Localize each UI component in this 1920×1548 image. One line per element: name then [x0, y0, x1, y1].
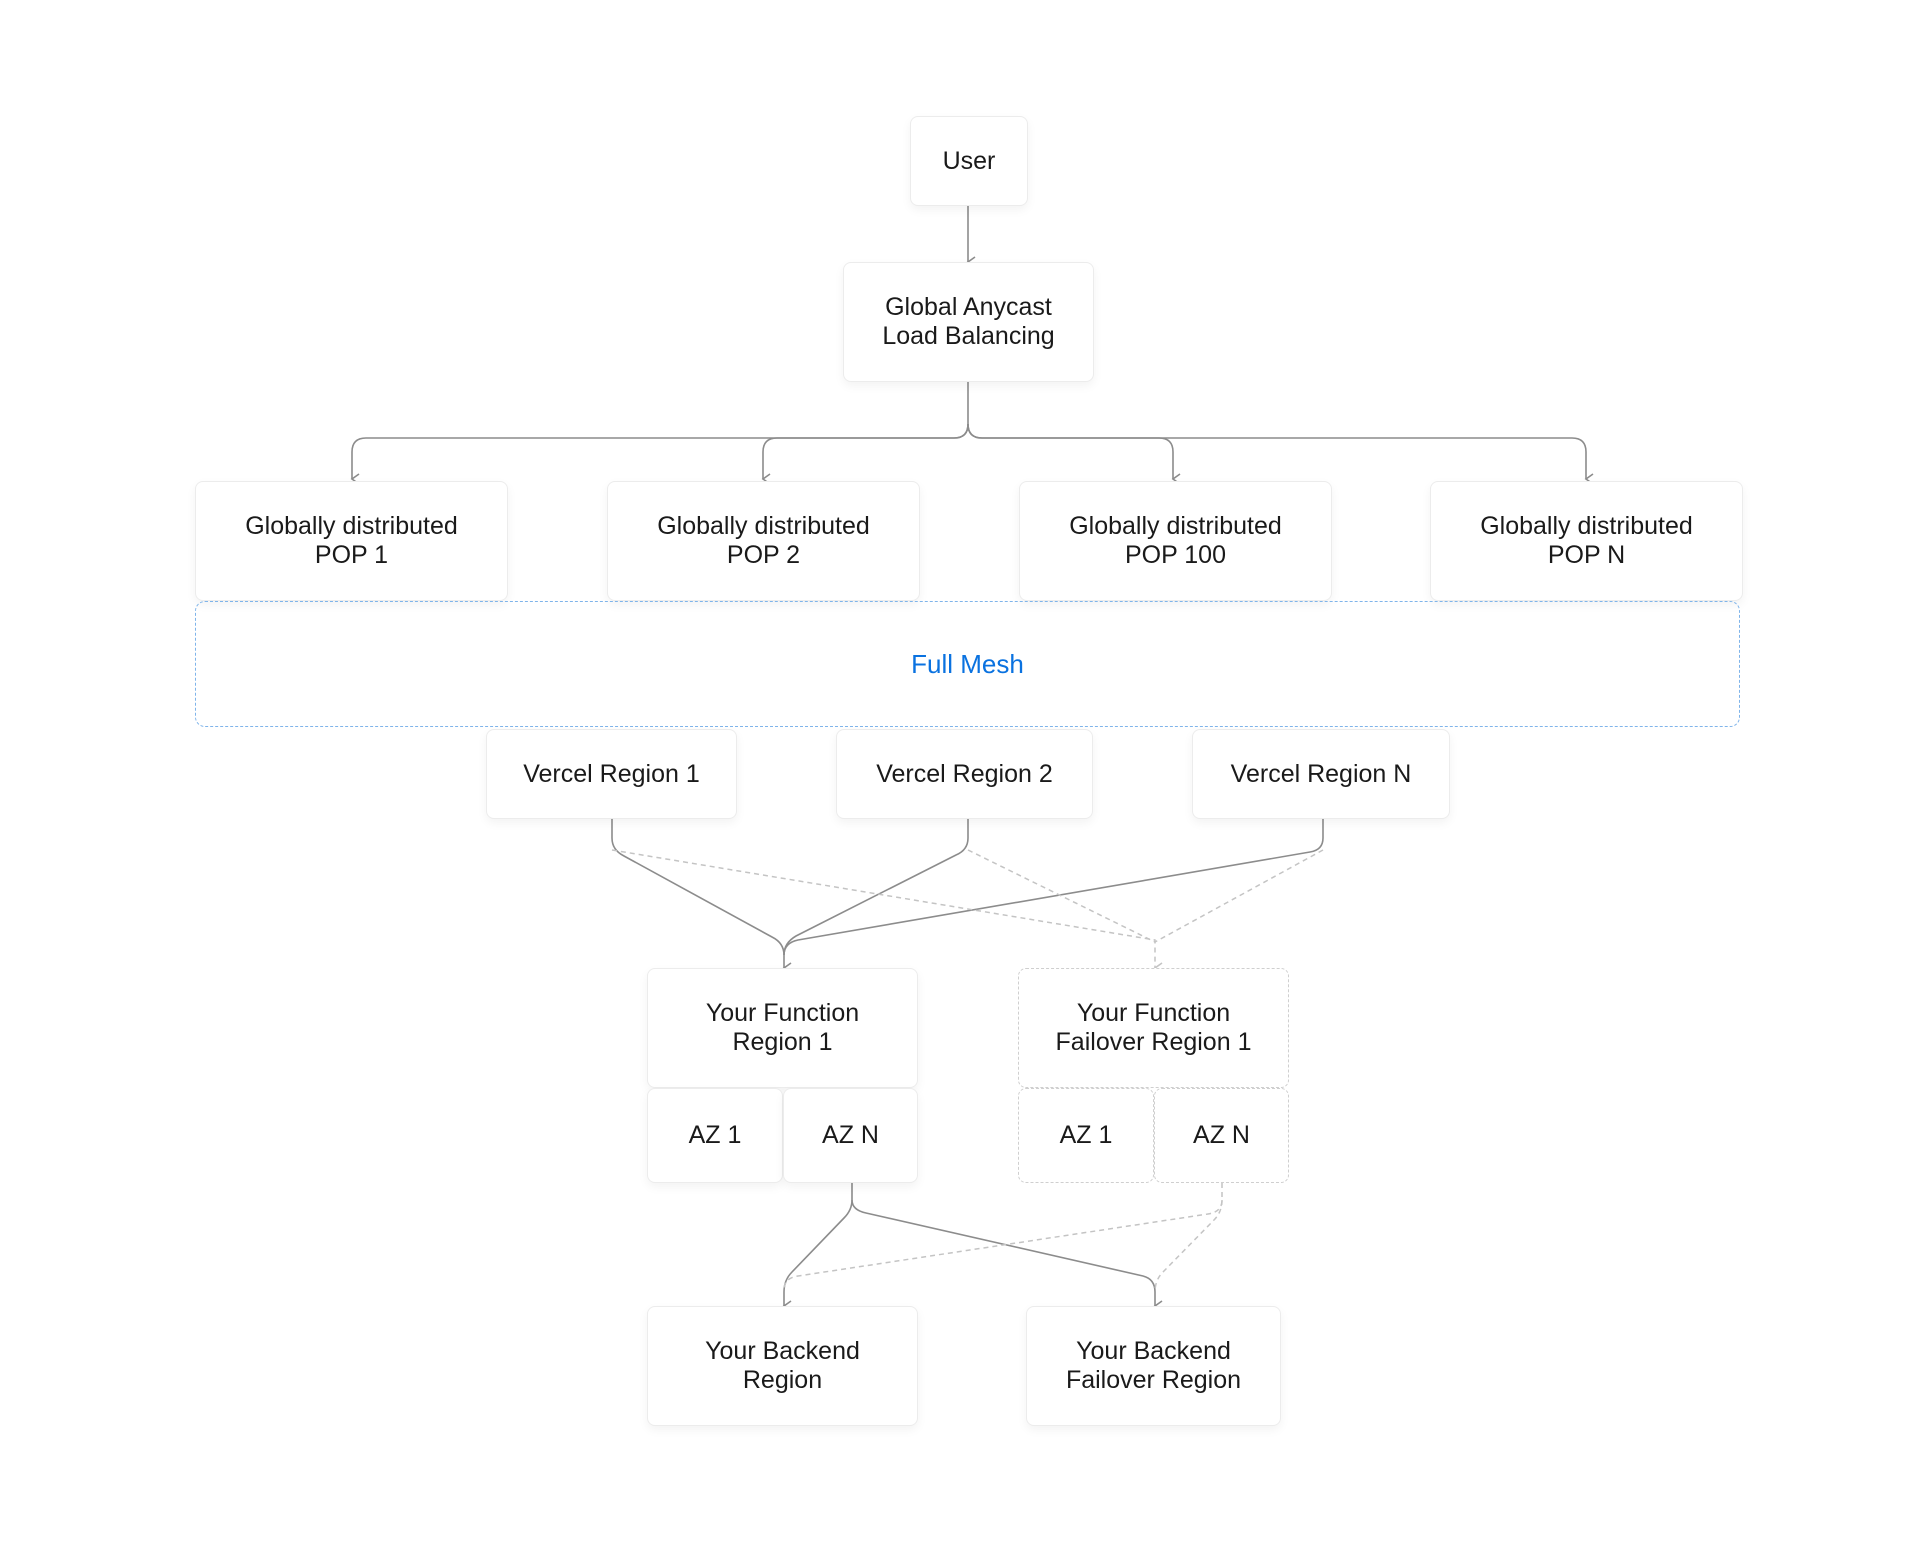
connector-vrN-to-failover: [1154, 849, 1324, 943]
backend-failover-region-node: Your Backend Failover Region: [1026, 1306, 1281, 1426]
connector-anycast-to-pop2: [761, 423, 969, 485]
connector-vr1-to-function: [611, 819, 792, 974]
anycast-load-balancer-node: Global Anycast Load Balancing: [843, 262, 1094, 382]
user-node: User: [910, 116, 1028, 206]
backend-region-node: Your Backend Region: [647, 1306, 918, 1426]
vercel-region-1-node: Vercel Region 1: [486, 729, 737, 819]
connector-anycast-to-popN: [967, 423, 1594, 485]
failover-az-1-node: AZ 1: [1018, 1088, 1154, 1183]
pop-2-node: Globally distributed POP 2: [607, 481, 920, 601]
connector-vr2-to-failover: [967, 849, 1156, 943]
connector-function-to-backend: [782, 1183, 853, 1312]
function-region-node: Your Function Region 1: [647, 968, 918, 1088]
failover-az-n-node: AZ N: [1154, 1088, 1289, 1183]
function-az-1-node: AZ 1: [647, 1088, 783, 1183]
failover-function-region-node: Your Function Failover Region 1: [1018, 968, 1289, 1088]
connector-anycast-to-pop100: [967, 423, 1181, 485]
pop-1-node: Globally distributed POP 1: [195, 481, 508, 601]
pop-100-node: Globally distributed POP 100: [1019, 481, 1332, 601]
connector-failover-to-backend-failover: [1154, 1199, 1223, 1293]
connector-vrN-to-function: [783, 819, 1324, 956]
vercel-region-n-node: Vercel Region N: [1192, 729, 1450, 819]
full-mesh-zone: Full Mesh: [195, 601, 1740, 727]
connector-anycast-to-pop1: [350, 382, 969, 485]
pop-n-node: Globally distributed POP N: [1430, 481, 1743, 601]
function-az-n-node: AZ N: [783, 1088, 918, 1183]
connector-function-to-backend-failover: [851, 1199, 1163, 1312]
connector-vr2-to-function: [783, 819, 969, 956]
connector-vr1-to-failover: [611, 849, 1163, 974]
connector-failover-to-backend: [783, 1183, 1223, 1291]
vercel-region-2-node: Vercel Region 2: [836, 729, 1093, 819]
